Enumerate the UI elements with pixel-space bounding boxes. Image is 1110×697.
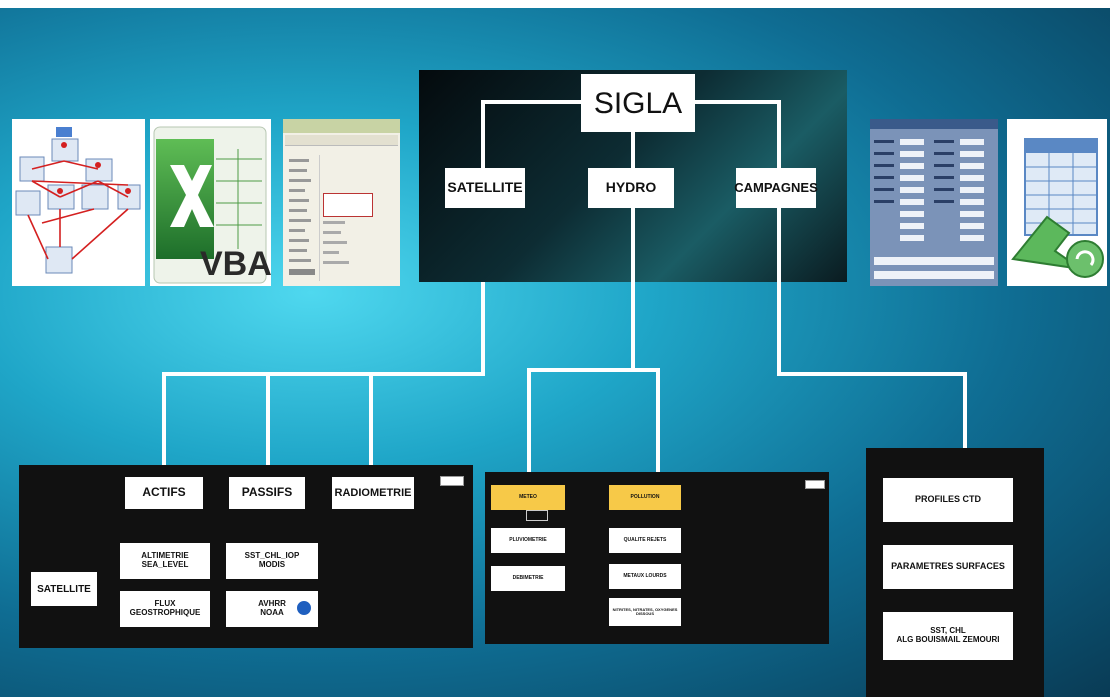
connector-campagnes-drop (963, 372, 967, 448)
root-node-sigla: SIGLA (581, 74, 695, 132)
actifs-item-flux: FLUX GEOSTROPHIQUE (120, 591, 210, 627)
connector-hydro-drop-2 (656, 368, 660, 472)
vba-label: VBA (200, 245, 271, 283)
excel-vba-thumbnail: VBA (150, 119, 271, 286)
form-titlebar (870, 119, 998, 129)
category-node-campagnes: CAMPAGNES (734, 168, 818, 208)
uml-diagram-thumbnail (12, 119, 145, 286)
connector-satellite-trunk (481, 282, 485, 374)
satellite-header-actifs: ACTIFS (125, 477, 203, 509)
connector-hydro-drop-1 (527, 368, 531, 472)
field-values (323, 219, 363, 275)
pollution-item-metaux-lourds: METAUX LOURDS (609, 564, 681, 589)
database-refresh-thumbnail (1007, 119, 1107, 286)
category-node-hydro: HYDRO (588, 168, 674, 208)
table-refresh-icon (1011, 138, 1104, 278)
meteo-item-debimetrie: DEBIMETRIE (491, 566, 565, 591)
campagnes-item-profiles-ctd: PROFILES CTD (883, 478, 1013, 522)
connector-campagnes-bar (777, 372, 967, 376)
connector-center-down (631, 130, 635, 172)
meteo-item-pluviometrie: PLUVIOMETRIE (491, 528, 565, 553)
noaa-logo-icon (296, 600, 312, 616)
connector-root-right (695, 100, 779, 104)
category-node-satellite: SATELLITE (445, 168, 525, 208)
window-titlebar (283, 119, 400, 133)
uml-diagram-icon (15, 127, 141, 274)
connector-right-down (777, 100, 781, 172)
actifs-item-altimetrie: ALTIMETRIE SEA_LEVEL (120, 543, 210, 579)
connector-satellite-drop-2 (266, 372, 270, 465)
database-form-thumbnail (870, 119, 998, 286)
hydro-header-pollution: POLLUTION (609, 485, 681, 510)
connector-hydro-bar (527, 368, 660, 372)
hydro-header-meteo: METEO (491, 485, 565, 510)
connector-satellite-drop-1 (162, 372, 166, 465)
connector-root-left (483, 100, 583, 104)
satellite-header-radiometrie: RADIOMETRIE (332, 477, 414, 509)
connector-satellite-bar (162, 372, 485, 376)
campagnes-item-parametres-surfaces: PARAMETRES SURFACES (883, 545, 1013, 589)
satellite-side-label: SATELLITE (31, 572, 97, 606)
satellite-header-passifs: PASSIFS (229, 477, 305, 509)
form-fields-icon (874, 139, 994, 279)
campagnes-item-sst-chl: SST, CHL ALG BOUISMAIL ZEMOURI (883, 612, 1013, 660)
top-border (0, 0, 1110, 8)
connector-left-down (481, 100, 485, 172)
connector-campagnes-trunk (777, 208, 781, 374)
pollution-item-qualite-rejets: QUALITE REJETS (609, 528, 681, 553)
meteo-subbox (526, 510, 548, 521)
field-labels (287, 155, 320, 281)
hydro-panel-corner-icon (805, 480, 825, 489)
excel-icon (153, 126, 267, 284)
passifs-item-modis: SST_CHL_IOP MODIS (226, 543, 318, 579)
window-tabs (285, 135, 398, 146)
form-window-thumbnail (283, 119, 400, 286)
selected-field (323, 193, 373, 217)
pollution-item-nitrites: NITRITES, NITRATES, OXYGENES DISSOUS (609, 598, 681, 626)
connector-satellite-drop-3 (369, 372, 373, 465)
connector-hydro-trunk (631, 208, 635, 370)
satellite-panel-corner-icon (440, 476, 464, 486)
